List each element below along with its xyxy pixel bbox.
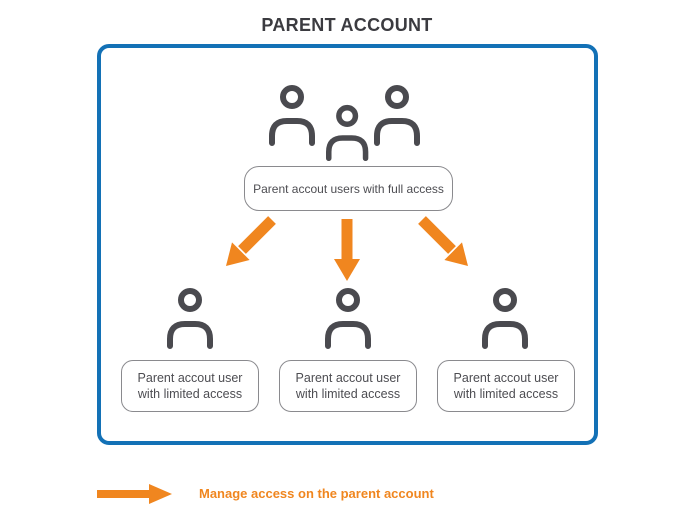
user-icon xyxy=(374,85,420,146)
full-access-label: Parent accout users with full access xyxy=(253,181,444,196)
limited-access-label: Parent accout user with limited access xyxy=(453,370,559,402)
diagram-title: PARENT ACCOUNT xyxy=(261,15,433,35)
user-group-icon xyxy=(269,85,420,162)
limited-access-box: Parent accout user with limited access xyxy=(279,360,417,412)
legend-label: Manage access on the parent account xyxy=(199,486,434,501)
user-icon xyxy=(167,288,213,349)
user-icon xyxy=(269,85,315,146)
right-arrow-icon xyxy=(97,484,172,504)
limited-access-box: Parent accout user with limited access xyxy=(121,360,259,412)
user-icon xyxy=(482,288,528,349)
limited-access-box: Parent accout user with limited access xyxy=(437,360,575,412)
user-icon xyxy=(326,104,369,162)
full-access-box: Parent accout users with full access xyxy=(244,166,453,211)
parent-account-frame xyxy=(97,44,598,445)
user-icon xyxy=(325,288,371,349)
limited-access-label: Parent accout user with limited access xyxy=(137,370,243,402)
limited-access-label: Parent accout user with limited access xyxy=(295,370,401,402)
